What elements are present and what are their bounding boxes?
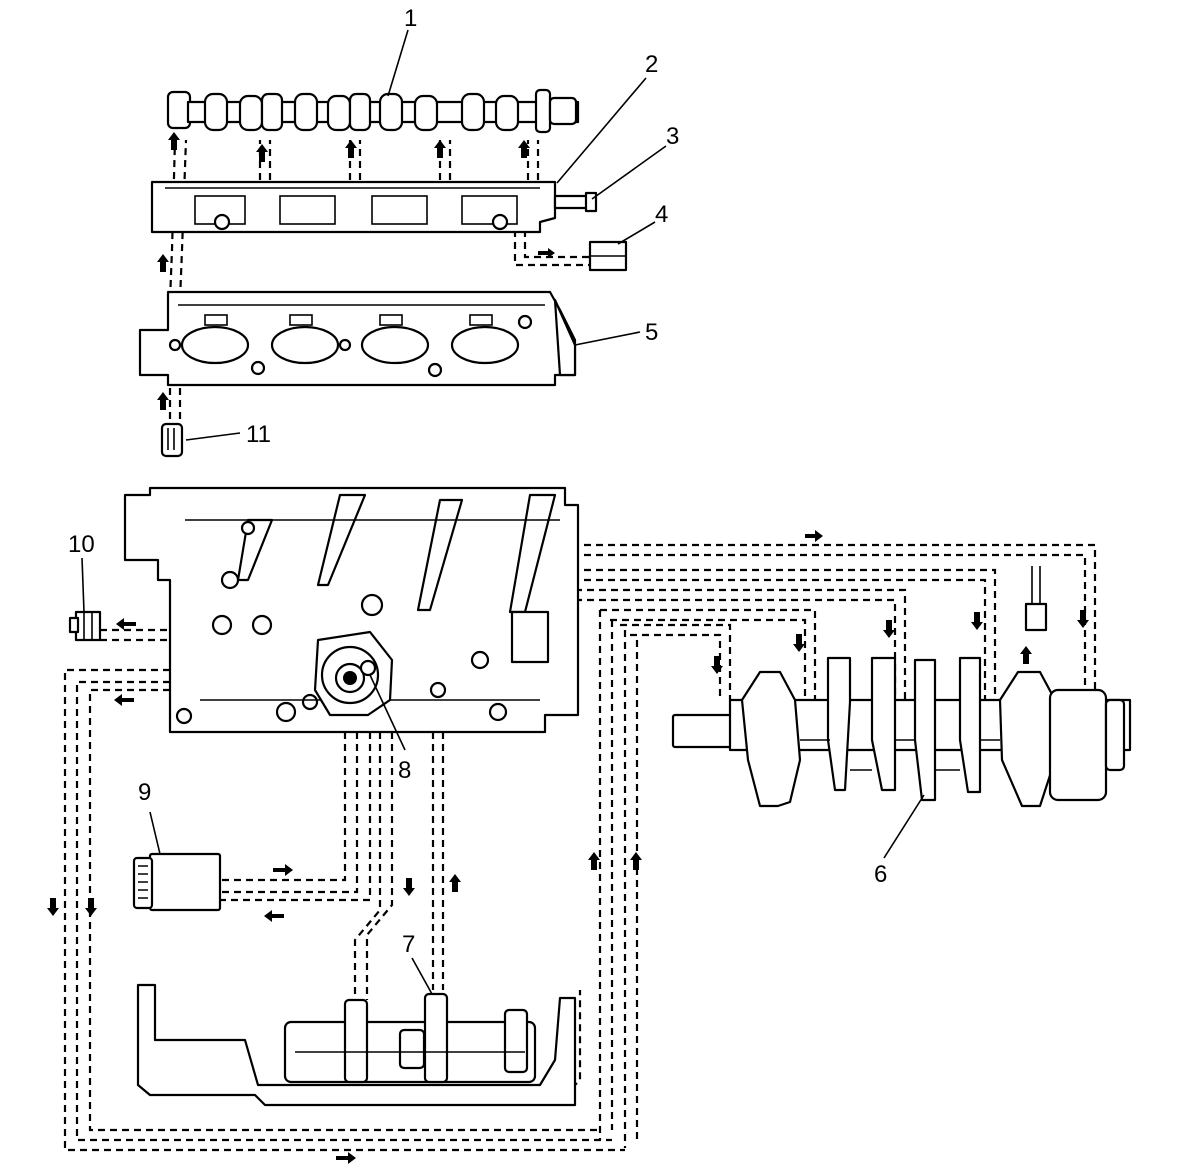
camshaft-carrier	[150, 180, 557, 234]
camshaft	[166, 88, 580, 134]
oil-pan	[136, 983, 577, 1107]
oil-pump	[313, 630, 394, 717]
callout-5: 5	[645, 319, 658, 346]
callout-1: 1	[404, 5, 417, 32]
cylinder-head	[138, 290, 577, 387]
callout-8: 8	[398, 757, 411, 784]
callout-10: 10	[68, 531, 95, 558]
crankshaft	[671, 656, 1132, 808]
oil-sensor	[588, 240, 628, 272]
callout-labels: 1 2 3 4 5 11 10 8 9 7 6	[68, 5, 887, 958]
engine-block	[123, 486, 580, 734]
callout-2: 2	[645, 51, 658, 78]
oil-pickup-assembly	[283, 992, 537, 1084]
callout-4: 4	[655, 201, 668, 228]
callout-11: 11	[246, 421, 271, 448]
oil-pressure-switch	[68, 610, 102, 642]
callout-3: 3	[666, 123, 679, 150]
oil-jet-fitting	[1024, 566, 1048, 632]
callout-7: 7	[402, 931, 415, 958]
callout-6: 6	[874, 861, 887, 888]
oil-restrictor	[160, 422, 184, 458]
leader-lines	[81, 29, 925, 995]
callout-9: 9	[138, 779, 151, 806]
oil-control-valve	[553, 191, 598, 213]
oil-filter	[132, 852, 222, 912]
